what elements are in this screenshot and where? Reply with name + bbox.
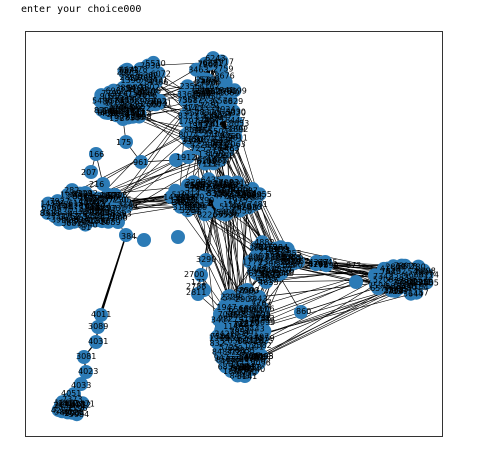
graph-node xyxy=(171,230,185,244)
node-label-filler: 5559 xyxy=(254,334,274,343)
node-label-filler: 8355 xyxy=(176,196,196,205)
node-label: 961 xyxy=(133,158,148,167)
node-label-filler: 7030 xyxy=(140,62,160,71)
node-label: 175 xyxy=(116,138,131,147)
node-label-filler: 1270 xyxy=(196,135,216,144)
node-label-filler: 6774 xyxy=(248,269,268,278)
node-label-filler: 6901 xyxy=(220,334,240,343)
node-label-filler: 5576 xyxy=(413,275,433,284)
node-label-filler: 2898 xyxy=(120,73,140,82)
node-label-filler: 2705 xyxy=(394,276,414,285)
node-label-filler: 2759 xyxy=(213,64,233,73)
node-label-filler: 7098 xyxy=(253,352,273,361)
node-label: 873 xyxy=(346,261,361,270)
node-label: 2811 xyxy=(186,288,206,297)
node-label-filler: 9090 xyxy=(100,92,120,101)
node-label-filler: 2132 xyxy=(240,319,260,328)
graph-edge xyxy=(97,234,127,321)
node-label: 3089 xyxy=(88,322,108,331)
node-label-filler: 5360 xyxy=(199,76,219,85)
node-label-filler: 8648 xyxy=(184,126,204,135)
node-label-filler: 8484 xyxy=(212,348,232,357)
node-label-filler: 6550 xyxy=(232,207,252,216)
node-label-filler: 7650 xyxy=(135,88,155,97)
node-label: 860 xyxy=(296,307,311,316)
node-label: 4011 xyxy=(91,310,111,319)
node-label-filler: 8318 xyxy=(40,209,60,218)
node-label: 166 xyxy=(89,150,104,159)
node-label: 257 xyxy=(294,257,309,266)
node-label-filler: 4460 xyxy=(221,132,241,141)
node-label: 4031 xyxy=(88,337,108,346)
node-label-filler: 7146 xyxy=(117,201,137,210)
node-label-filler: 4437 xyxy=(189,183,209,192)
node-label-filler: 2356 xyxy=(180,82,200,91)
node-label-filler: 5493 xyxy=(105,211,125,220)
node-label-filler: 2063 xyxy=(225,140,245,149)
node-label-filler: 7767 xyxy=(251,299,271,308)
node-label-filler: 208 xyxy=(263,259,278,268)
node-label-filler: 6049 xyxy=(274,269,294,278)
node-label: 81 xyxy=(81,223,91,232)
console-output: enter your choice000 xyxy=(21,4,142,15)
node-label: 4051 xyxy=(61,389,81,398)
node-label-filler: 7141 xyxy=(208,180,228,189)
node-label-filler: 6102 xyxy=(196,157,216,166)
node-label-filler: 6945 xyxy=(317,258,337,267)
node-label-filler: 1827 xyxy=(102,192,122,201)
node-label-filler: 336 xyxy=(177,90,192,99)
node-label: 2700 xyxy=(184,270,204,279)
node-label-filler: 8653 xyxy=(229,119,249,128)
node-label-filler: 6673 xyxy=(85,212,105,221)
node-label-filler: 1860 xyxy=(54,398,74,407)
node-label-filler: 2329 xyxy=(220,293,240,302)
node-label-filler: 316 xyxy=(119,85,134,94)
node-label-filler: 725 xyxy=(190,144,205,153)
graph-node xyxy=(137,233,151,247)
node-label: 3290 xyxy=(196,255,216,264)
node-label-filler: 2077 xyxy=(218,190,238,199)
node-label: 216 xyxy=(89,180,104,189)
node-label: 207 xyxy=(81,168,96,177)
node-label: 1912 xyxy=(176,153,196,162)
node-label-filler: 1157 xyxy=(408,289,428,298)
node-label-filler: 8333 xyxy=(178,112,198,121)
network-graph: 3421139638072908850247169043921708389441… xyxy=(40,51,439,422)
node-label: 3081 xyxy=(76,352,96,361)
node-label-filler: 4730 xyxy=(202,113,222,122)
node-label: 290 xyxy=(186,208,201,217)
node-label: 1725 xyxy=(388,285,408,294)
graph-node xyxy=(349,275,363,289)
node-label-filler: 7614 xyxy=(226,308,246,317)
node-label: 198 xyxy=(109,114,124,123)
node-label-filler: 6972 xyxy=(241,192,261,201)
node-label-filler: 606 xyxy=(248,255,263,264)
node-label: 384 xyxy=(121,232,136,241)
node-label-filler: 4138 xyxy=(78,197,98,206)
node-label-filler: 8476 xyxy=(126,113,146,122)
node-label: 4023 xyxy=(78,367,98,376)
